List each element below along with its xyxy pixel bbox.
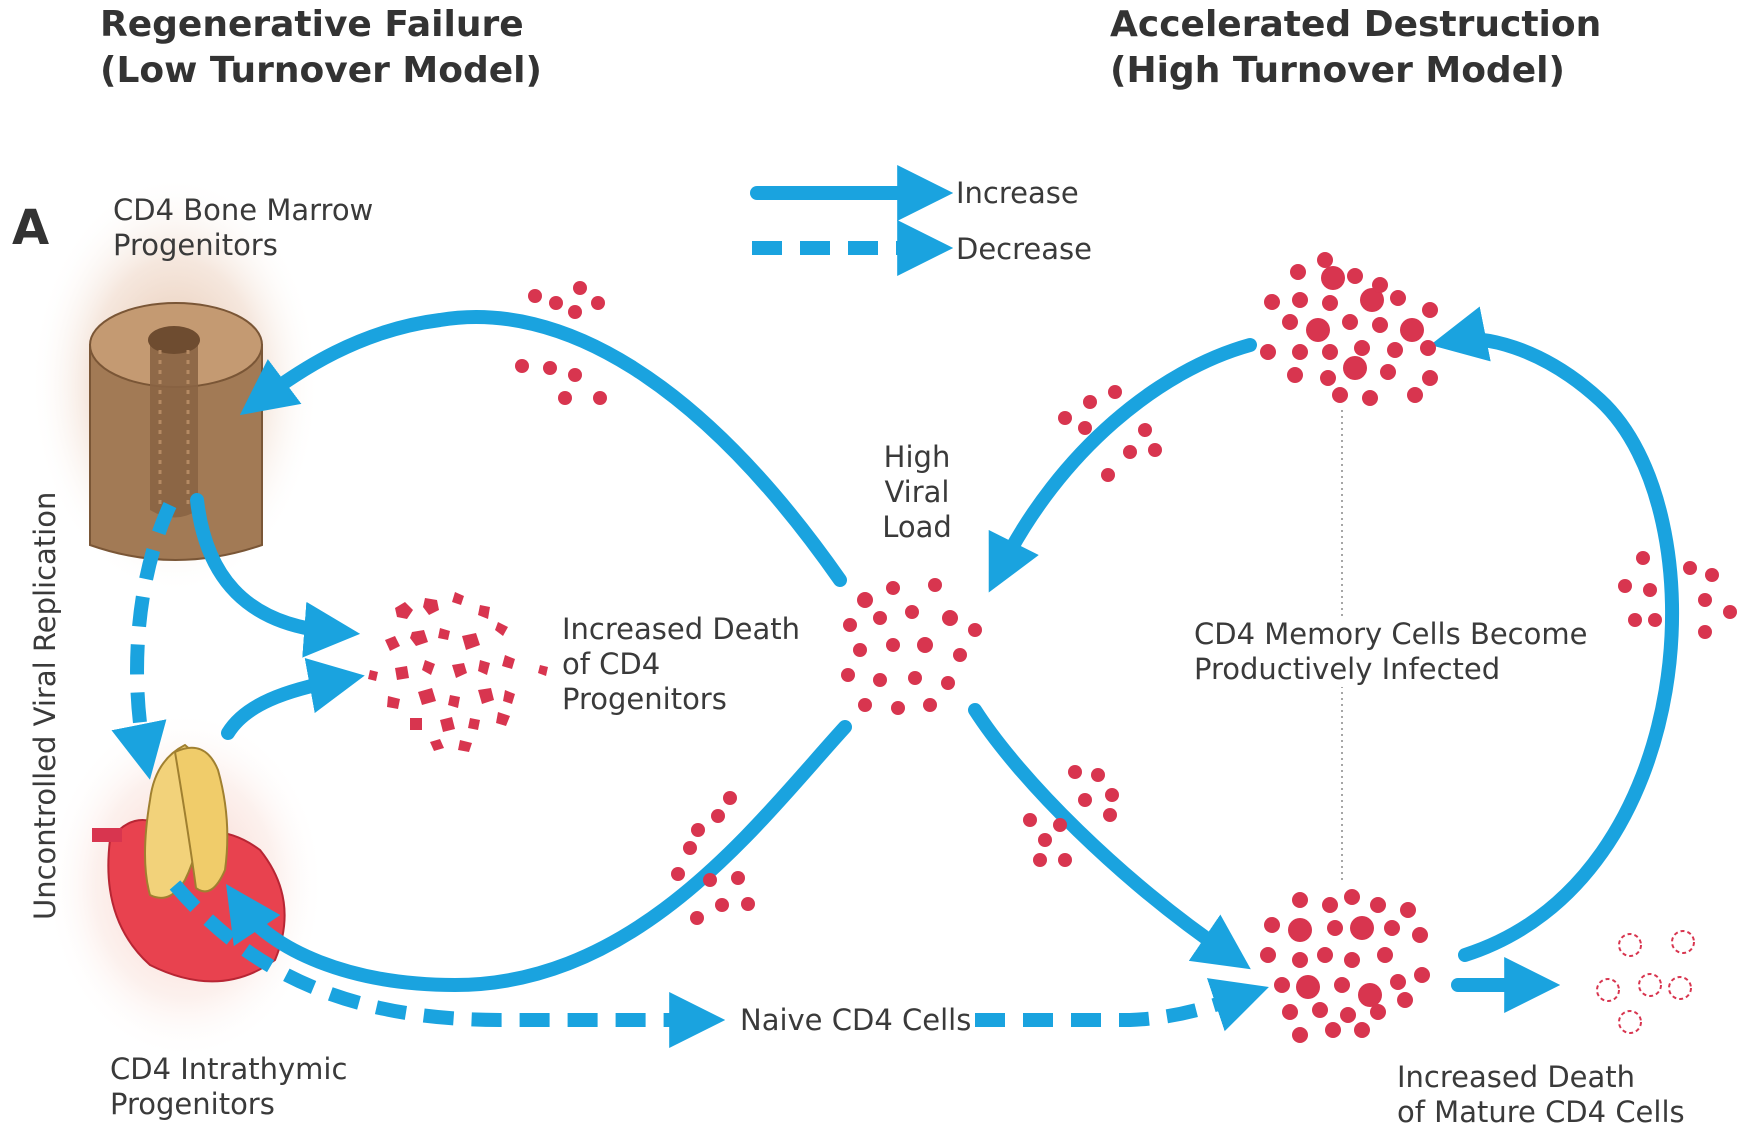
arrow-naive-to-pool [975,978,1269,1032]
mature-death-label: Increased Death of Mature CD4 Cells [1397,1060,1685,1130]
panel-label: A [12,200,50,256]
progenitor-death-line3: Progenitors [562,682,727,716]
mature-death-line2-post: Cells [1615,1095,1685,1129]
viral-load-line1: High [883,440,951,474]
mature-death-line1: Increased Death [1397,1060,1636,1094]
memory-cell-cluster [1260,252,1438,406]
progenitor-death-line2-sc: CD4 [599,647,661,681]
mature-death-line2-sc: CD4 [1545,1095,1607,1129]
intrathymic-line2: Progenitors [110,1087,275,1121]
memory-infected-label: CD4 Memory Cells Become Productively Inf… [1190,617,1592,687]
decrease-arrows [111,502,1269,1048]
viral-load-cluster [841,578,982,715]
arrow-thymus-to-naive [169,880,726,1048]
mature-death-cluster [1596,930,1695,1034]
memory-infected-prefix: CD4 [1194,617,1256,651]
viral-load-label: High Viral Load [872,440,962,545]
naive-label: Naive CD4 Cells [740,1003,971,1038]
title-left-line1: Regenerative Failure [100,4,524,45]
title-right-line1: Accelerated Destruction [1110,4,1602,45]
title-left: Regenerative Failure (Low Turnover Model… [100,2,542,94]
bone-marrow-line2: Progenitors [113,228,278,262]
arrow-viral-to-naive-pool [968,703,1251,970]
bone-marrow-icon [30,175,320,595]
naive-post: Cells [902,1003,972,1037]
arrow-viral-to-bone-marrow [239,310,847,587]
mature-cell-cluster [1260,889,1430,1043]
arrow-memory-to-viral [988,338,1257,593]
intrathymic-prefix: CD4 [110,1052,172,1086]
memory-infected-line2: Productively Infected [1194,652,1501,686]
arrow-viral-to-thymus [226,720,852,993]
legend-decrease-label: Decrease [956,232,1092,266]
progenitor-death-label: Increased Death of CD4 Progenitors [562,612,800,717]
mature-death-line2-pre: of Mature [1397,1095,1536,1129]
title-right: Accelerated Destruction (High Turnover M… [1110,2,1602,94]
arrow-thymus-to-death [221,657,365,740]
viral-load-line3: Load [882,510,952,544]
memory-infected-line1: Memory Cells Become [1264,617,1588,651]
progenitor-death-cluster [368,592,548,752]
naive-pre: Naive [740,1003,823,1037]
arrow-naive-pool-to-memory [1430,306,1680,962]
legend [750,165,954,276]
thymus-heart-icon [45,710,325,1060]
progenitor-death-line1: Increased Death [562,612,801,646]
naive-sc: CD4 [831,1003,893,1037]
legend-increase-label: Increase [956,176,1079,210]
viral-load-line2: Viral [884,475,950,509]
bone-marrow-label: CD4 Bone Marrow Progenitors [113,193,373,263]
progenitor-death-line2-pre: of [562,647,590,681]
intrathymic-line1: Intrathymic [180,1052,348,1086]
arrow-bone-marrow-to-death [190,493,361,658]
intrathymic-label: CD4 Intrathymic Progenitors [110,1052,347,1122]
increase-arrows [190,306,1680,1013]
title-right-line2: (High Turnover Model) [1110,50,1565,91]
cells [515,252,1737,1043]
bone-marrow-line1: Bone Marrow [183,193,374,227]
bone-marrow-prefix: CD4 [113,193,175,227]
title-left-line2: (Low Turnover Model) [100,50,542,91]
